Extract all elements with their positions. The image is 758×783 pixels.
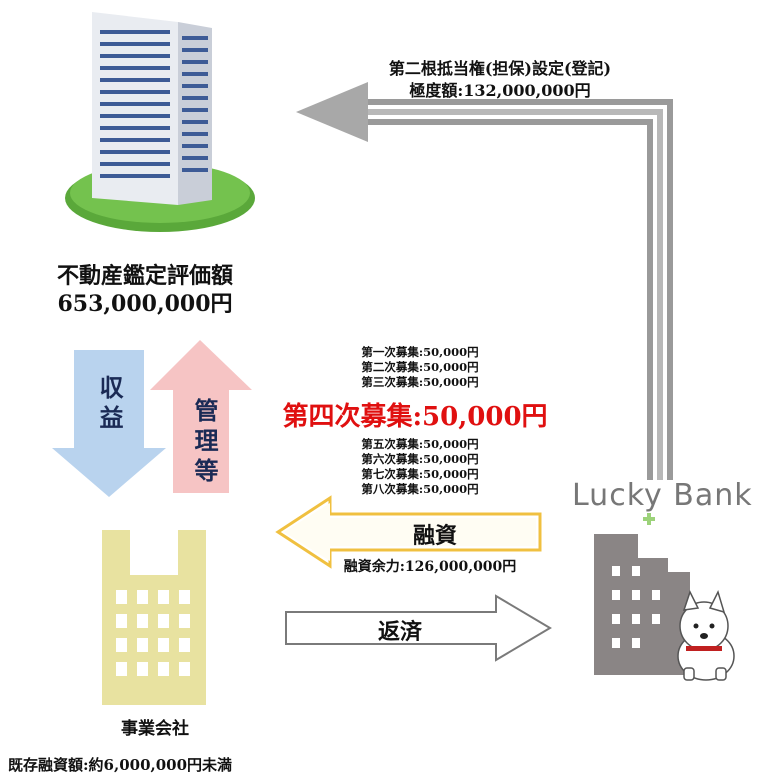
lien-limit: 極度額:132,000,000円 <box>409 81 591 100</box>
real-estate-building-icon <box>65 12 255 232</box>
lien-arrow <box>296 82 673 480</box>
appraisal-value: 653,000,000円 <box>57 291 233 317</box>
lien-label: 第二根抵当権(担保)設定(登記) 極度額:132,000,000円 <box>330 58 670 102</box>
company-building-icon <box>102 530 206 705</box>
income-arrow <box>52 350 166 497</box>
round-item: 第二次募集:50,000円 <box>361 360 479 374</box>
round-item: 第五次募集:50,000円 <box>361 437 479 451</box>
existing-loan-label: 既存融資額:約6,000,000円未満 <box>8 756 233 774</box>
financing-label: 融資 <box>412 523 457 549</box>
lucky-bank-logo: Lucky Bank <box>572 478 753 513</box>
sparkle-icon <box>643 513 655 525</box>
round-item: 第三次募集:50,000円 <box>361 375 479 389</box>
rounds-before-list: 第一次募集:50,000円 第二次募集:50,000円 第三次募集:50,000… <box>300 345 540 390</box>
round-item: 第七次募集:50,000円 <box>361 467 479 481</box>
rounds-after-list: 第五次募集:50,000円 第六次募集:50,000円 第七次募集:50,000… <box>300 437 540 497</box>
dog-mascot-icon <box>677 589 735 681</box>
appraisal-title: 不動産鑑定評価額 <box>56 263 233 289</box>
round-item: 第六次募集:50,000円 <box>361 452 479 466</box>
management-label: 管理等 <box>190 398 219 488</box>
appraisal-label: 不動産鑑定評価額 653,000,000円 <box>10 262 280 318</box>
financing-remaining: 融資余力:126,000,000円 <box>343 559 517 575</box>
round-item: 第八次募集:50,000円 <box>361 482 479 496</box>
income-label: 収益 <box>95 375 124 435</box>
management-arrow <box>150 340 252 493</box>
lien-title: 第二根抵当権(担保)設定(登記) <box>388 59 612 78</box>
repayment-arrow <box>285 594 552 662</box>
company-label: 事業会社 <box>121 719 189 739</box>
round-item: 第一次募集:50,000円 <box>361 345 479 359</box>
repayment-label: 返済 <box>377 619 422 645</box>
bank-building-icon <box>594 534 690 675</box>
highlight-round: 第四次募集:50,000円 <box>282 402 548 432</box>
financing-arrow <box>275 495 542 569</box>
